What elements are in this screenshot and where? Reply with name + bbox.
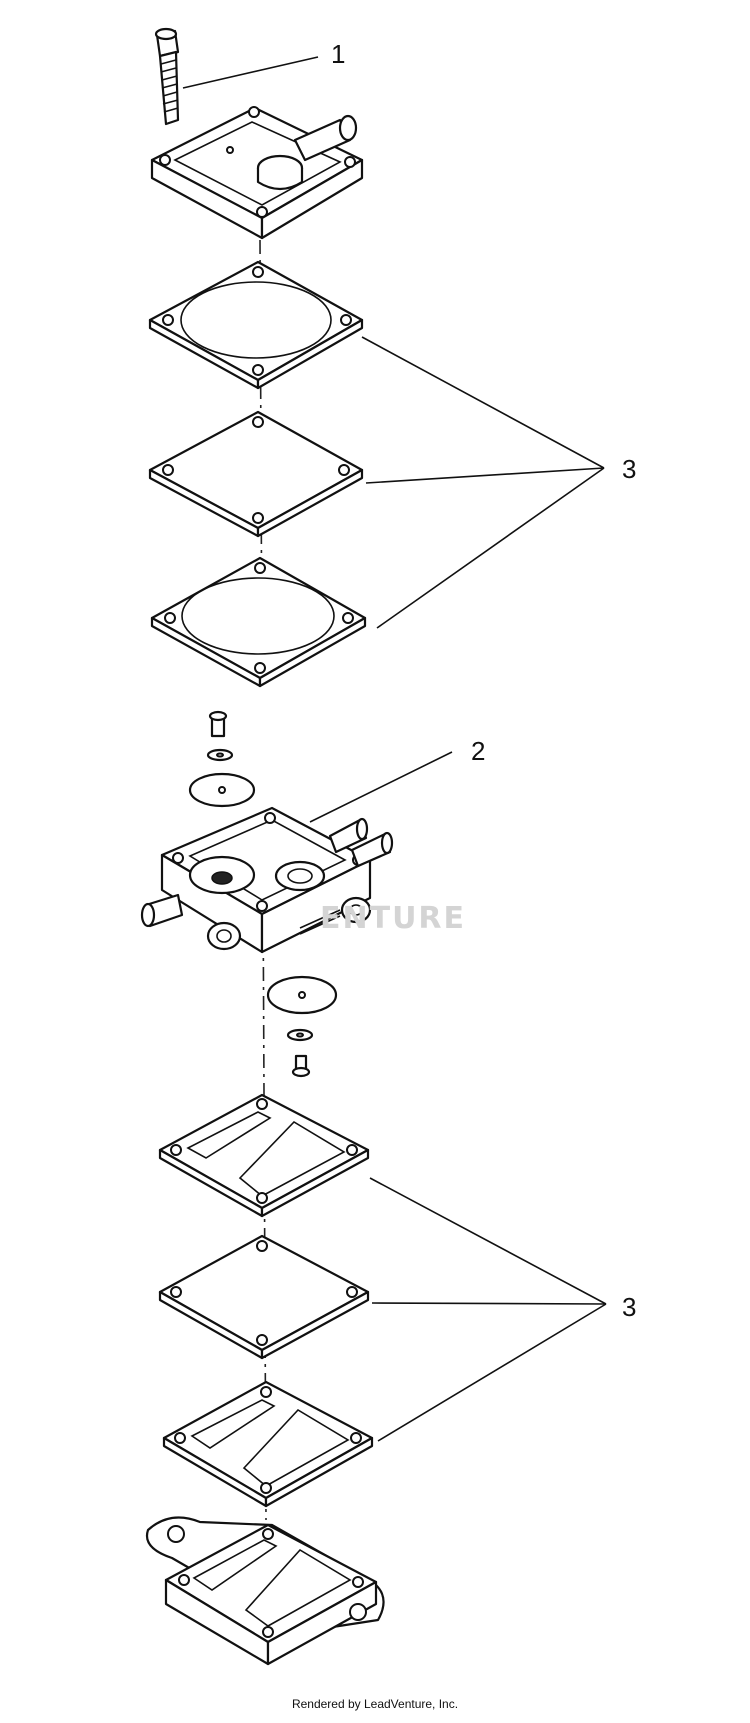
pump-cover: [150, 106, 364, 240]
callout-item-2: 2: [471, 736, 485, 766]
leader-item-2: [309, 751, 453, 823]
gasket-window-lower-1: [158, 1093, 370, 1218]
diaphragm-plate-lower: [158, 1234, 370, 1360]
render-credit: Rendered by LeadVenture, Inc.: [291, 1697, 459, 1711]
gasket-ring-upper-2: [150, 556, 367, 688]
watermark-text: ENTURE: [320, 901, 466, 936]
gasket-window-lower-2: [162, 1380, 374, 1508]
valve-screw-lower: [266, 975, 338, 1078]
callout-item-3-lower: 3: [622, 1292, 636, 1322]
leader-item-3-upper-b: [365, 467, 605, 484]
leader-item-3-lower-c: [377, 1303, 607, 1442]
leader-item-1: [182, 56, 319, 89]
callout-item-3-upper: 3: [622, 454, 636, 484]
diaphragm-plate-upper: [148, 410, 364, 538]
gasket-ring-upper-1: [148, 260, 364, 390]
leader-lines: [182, 56, 607, 1442]
leader-item-3-lower-b: [371, 1302, 607, 1305]
leader-item-3-upper-a: [361, 336, 605, 469]
leader-item-3-upper-c: [376, 467, 605, 629]
valve-screw-upper: [188, 710, 256, 808]
callout-item-1: 1: [331, 39, 345, 69]
pump-base-plate: [145, 1516, 385, 1666]
leader-item-3-lower-a: [369, 1177, 607, 1305]
pump-body-part-2: [140, 806, 394, 954]
screw-part-1: [154, 27, 180, 126]
